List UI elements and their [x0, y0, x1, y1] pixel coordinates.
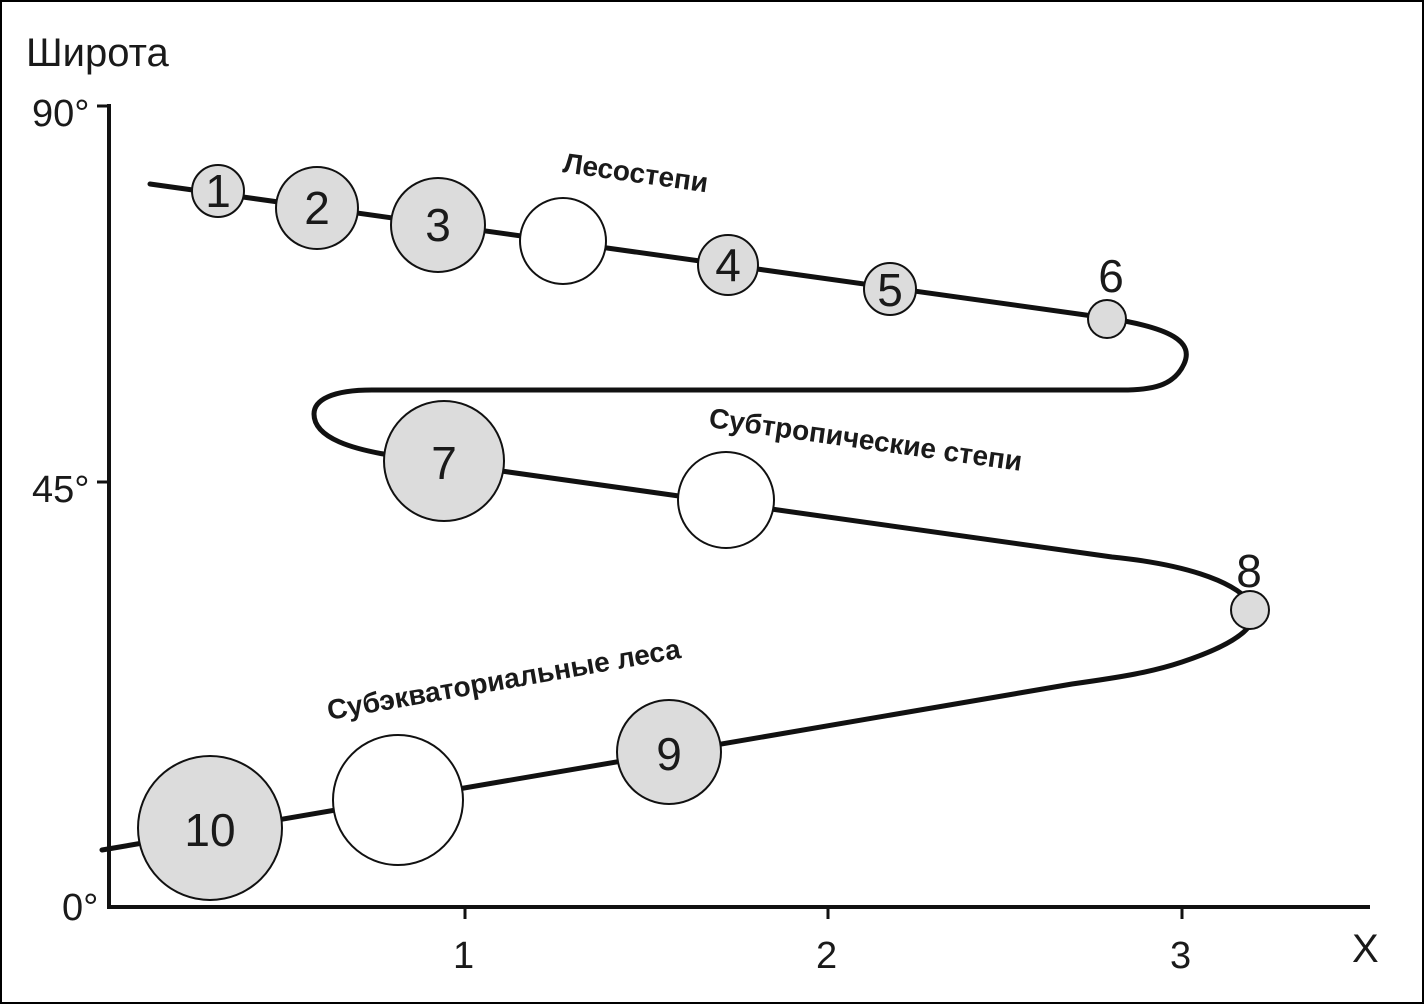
node-10-circle [137, 755, 283, 901]
node-8-circle [1230, 590, 1270, 630]
node-5-circle [863, 262, 917, 316]
empty-circle-subtropical [677, 451, 775, 549]
node-1-circle [191, 164, 245, 218]
node-7-label: 7 [431, 437, 457, 489]
node-6-label: 6 [1098, 250, 1124, 302]
node-9-circle [616, 699, 722, 805]
empty-circle-forest-steppe [519, 197, 607, 285]
x-axis-title: X [1352, 927, 1379, 971]
x-tick-label-3: 3 [1170, 935, 1191, 977]
zone-label-subequatorial-forest: Субэкваториальные леса [325, 633, 684, 726]
node-8-label: 8 [1236, 545, 1262, 597]
node-10-label: 10 [184, 804, 235, 856]
node-5-label: 5 [877, 264, 903, 316]
node-4-label: 4 [715, 239, 741, 291]
zonal-curve [99, 181, 1257, 853]
x-tick-label-2: 2 [816, 935, 837, 977]
node-2-label: 2 [304, 182, 330, 234]
node-7-circle [383, 400, 505, 522]
empty-circle-subequatorial [332, 734, 464, 866]
y-axis-title: Широта [26, 31, 169, 75]
node-3-label: 3 [425, 199, 451, 251]
y-tick-label-45: 45° [32, 469, 89, 511]
y-tick-label-90: 90° [32, 93, 89, 135]
node-1-label: 1 [205, 165, 231, 217]
node-6-circle [1087, 299, 1127, 339]
x-tick-label-1: 1 [453, 935, 474, 977]
node-2-circle [275, 166, 359, 250]
node-9-label: 9 [656, 728, 682, 780]
zone-label-forest-steppe: Лесостепи [561, 147, 710, 198]
node-4-circle [697, 234, 759, 296]
node-3-circle [390, 177, 486, 273]
y-tick-label-0: 0° [62, 887, 98, 929]
